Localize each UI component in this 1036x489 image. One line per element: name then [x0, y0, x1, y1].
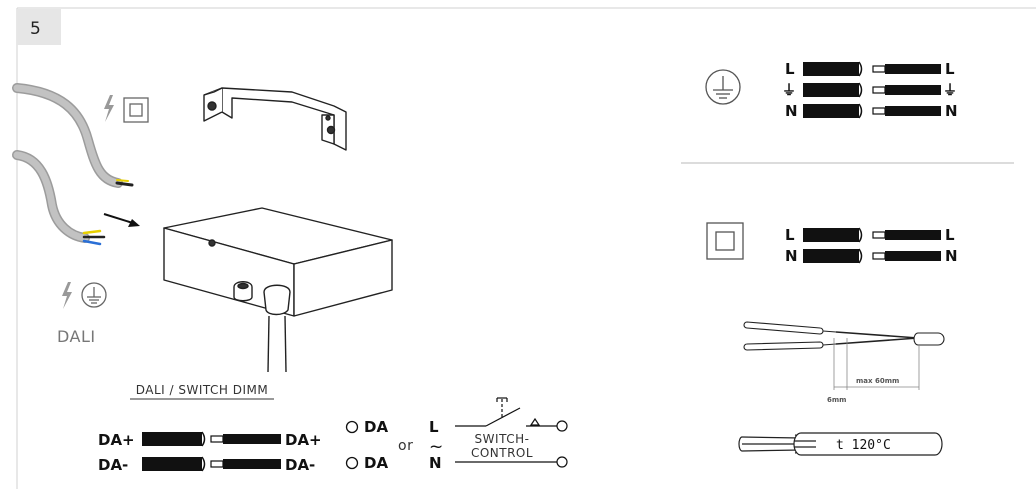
switch-label-line2: CONTROL — [471, 446, 533, 460]
wire-blue-bottom — [82, 239, 102, 246]
strip-length-label: 6mm — [827, 396, 846, 404]
earth-ground-icon — [81, 282, 107, 308]
class2-row1-left: L — [785, 226, 795, 244]
class2-row1-right: L — [945, 226, 955, 244]
dali-row2-right: DA- — [285, 456, 315, 474]
or-text: or — [398, 438, 413, 454]
switch-n-label: N — [429, 454, 442, 472]
dali-row1-right: DA+ — [285, 431, 322, 449]
max-length-label: max 60mm — [856, 377, 899, 385]
dali-header: DALI / SWITCH DIMM — [136, 383, 269, 397]
earth-row3-left: N — [785, 102, 798, 120]
step-number: 5 — [30, 19, 41, 39]
earth-row2-left: ⏚ — [782, 83, 796, 99]
wire-black-top — [115, 181, 134, 187]
earth-row2-right: ⏚ — [943, 83, 957, 99]
class2-row2-left: N — [785, 247, 798, 265]
switch-l-label: L — [429, 418, 439, 436]
earth-symbol-icon — [705, 69, 741, 105]
da-terminal-2-label: DA — [364, 454, 388, 472]
arrow-icon — [103, 213, 140, 227]
wire-cable-da1 — [223, 434, 281, 444]
earth-row1-left: L — [785, 60, 795, 78]
wire-cable-da2 — [223, 459, 281, 469]
dali-row1-left: DA+ — [98, 431, 135, 449]
class2-row2-right: N — [945, 247, 958, 265]
lightning-icon — [104, 95, 114, 122]
double-insulation-icon — [123, 97, 149, 123]
class2-symbol-icon — [706, 222, 744, 260]
dali-label: DALI — [57, 327, 96, 346]
da-terminal-2-icon — [345, 456, 359, 470]
dali-wiring-panel: DALI / SWITCH DIMM DA+ DA+ DA- DA- DA DA… — [98, 383, 568, 474]
wire-yellow-top — [116, 179, 129, 182]
step-number-box — [17, 9, 61, 45]
da-terminal-1-label: DA — [364, 418, 388, 436]
earth-row1-right: L — [945, 60, 955, 78]
wire-socket-da2 — [210, 460, 224, 468]
wire-plug-da1 — [142, 432, 202, 446]
wire-socket-da1 — [210, 435, 224, 443]
mounting-bracket — [203, 87, 347, 151]
switch-label-line1: SWITCH- — [475, 432, 530, 446]
earth-row3-right: N — [945, 102, 958, 120]
class2-wiring-panel: L L N N — [706, 222, 958, 265]
wire-yellow-bottom — [82, 229, 102, 235]
heat-sleeve-diagram — [738, 432, 943, 456]
temperature-label: t 120°C — [836, 438, 891, 453]
lightning-icon-2 — [62, 282, 72, 309]
da-terminal-1-icon — [345, 420, 359, 434]
wire-plug-da2 — [142, 457, 202, 471]
cable-top — [12, 83, 134, 188]
ceiling-canopy — [163, 207, 393, 373]
dali-row2-left: DA- — [98, 456, 128, 474]
switch-symbol — [455, 397, 568, 468]
earth-wiring-panel: L L ⏚ ⏚ N N — [705, 60, 958, 120]
switch-tilde: ~ — [429, 437, 443, 457]
wire-stripping-diagram — [743, 321, 945, 390]
cable-bottom — [12, 150, 106, 246]
